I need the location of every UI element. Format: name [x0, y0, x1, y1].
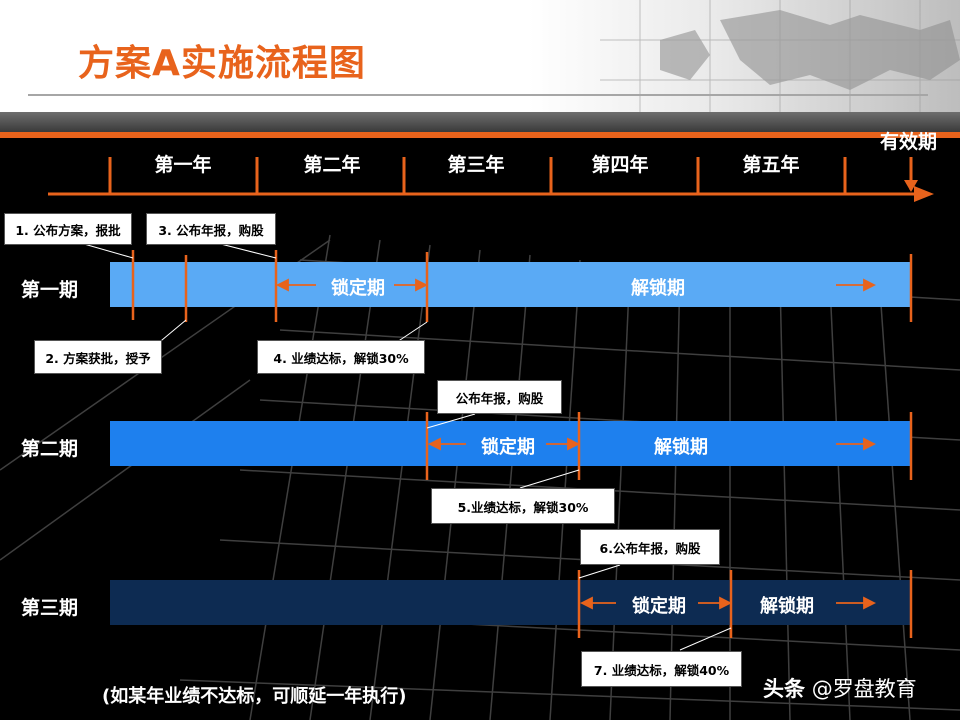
period-3-bar: [110, 580, 912, 625]
footnote: (如某年业绩不达标，可顺延一年执行): [102, 686, 407, 707]
year-label-3: 第三年: [447, 154, 505, 176]
period-3-unlock-label: 解锁期: [760, 596, 814, 617]
year-label-2: 第二年: [303, 154, 361, 176]
callout-unlock-30-first: 4. 业绩达标，解锁30%: [257, 340, 425, 374]
callout-annual-report-purchase-2: 公布年报，购股: [437, 380, 562, 414]
page-title: 方案A实施流程图: [78, 43, 366, 84]
period-1-label: 第一期: [21, 279, 79, 301]
period-2-bar: [110, 421, 912, 466]
period-2-label: 第二期: [21, 438, 79, 460]
callout-unlock-40: 7. 业绩达标，解锁40%: [581, 651, 742, 687]
watermark-handle: @罗盘教育: [811, 677, 917, 701]
callout-plan-approved: 2. 方案获批，授予: [34, 340, 162, 374]
watermark: 头条 @罗盘教育: [763, 673, 917, 703]
callout-annual-report-purchase-3: 6.公布年报，购股: [580, 529, 720, 565]
callout-unlock-30-second: 5.业绩达标，解锁30%: [431, 488, 615, 524]
period-2-unlock-label: 解锁期: [654, 437, 708, 458]
period-3-label: 第三期: [21, 597, 79, 619]
year-label-1: 第一年: [154, 154, 212, 176]
callout-annual-report-purchase-1: 3. 公布年报，购股: [146, 213, 276, 245]
header-orange-band: [0, 132, 960, 138]
callout-publish-plan: 1. 公布方案，报批: [4, 213, 132, 245]
year-label-4: 第四年: [591, 154, 649, 176]
period-1-unlock-label: 解锁期: [631, 278, 685, 299]
world-map-decoration: [600, 0, 960, 112]
year-label-5: 第五年: [742, 154, 800, 176]
period-2-lock-label: 锁定期: [481, 437, 535, 458]
header-gray-band: [0, 112, 960, 132]
period-1-lock-label: 锁定期: [331, 278, 385, 299]
effective-period-label: 有效期: [880, 131, 938, 153]
period-1-bar: [110, 262, 912, 307]
watermark-brand: 头条: [763, 677, 805, 701]
period-3-lock-label: 锁定期: [632, 596, 686, 617]
title-underline: [28, 94, 928, 96]
